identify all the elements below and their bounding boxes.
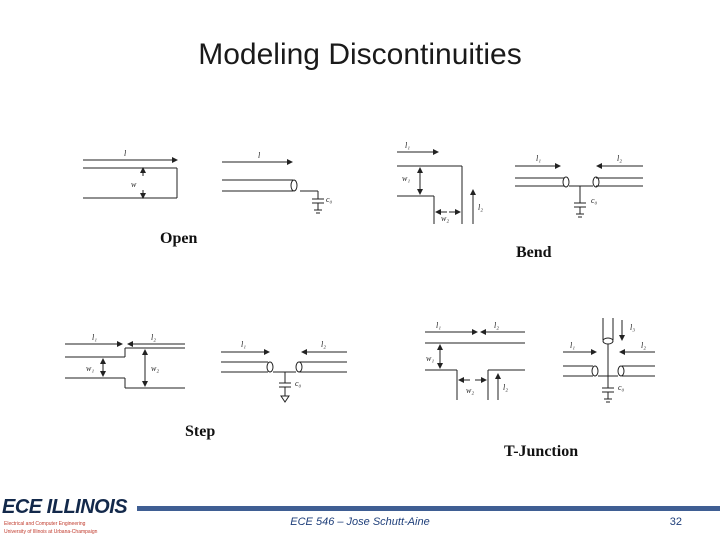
open-equivalent-circuit	[222, 159, 324, 214]
logo-wordmark: ECE ILLINOIS	[2, 496, 128, 518]
bend-l2-label: l₂	[478, 203, 483, 212]
tjunction-w1-label: w₁	[426, 354, 434, 363]
footer-course-label: ECE 546 – Jose Schutt-Aine	[290, 516, 430, 528]
step-w1-label: w₁	[86, 364, 94, 373]
step-circuit-l2-label: l₂	[321, 340, 326, 349]
step-capacitance-label: c₀	[295, 379, 302, 388]
bend-w1-label: w₁	[402, 174, 410, 183]
step-l2-label: l₂	[151, 333, 156, 342]
bend-circuit-l2-label: l₂	[617, 154, 622, 163]
discontinuities-figure: l w l c₀ l₁ w₁ w₂ l₂ l₁ l₂ c₀ l₁ l₂ w₁ w…	[65, 141, 655, 403]
bend-l1-label: l₁	[405, 141, 410, 150]
bend-capacitance-label: c₀	[591, 196, 598, 205]
tjunction-l1-label: l₁	[436, 321, 441, 330]
step-w2-label: w₂	[151, 364, 159, 373]
tjunction-l3-label: l₃	[630, 323, 635, 332]
slide-title: Modeling Discontinuities	[198, 38, 522, 71]
tjunction-l2-label: l₂	[494, 321, 499, 330]
bend-circuit-l1-label: l₁	[536, 154, 541, 163]
step-equivalent-circuit	[221, 349, 347, 403]
tjunction-microstrip-view	[425, 329, 525, 400]
caption-bend: Bend	[516, 244, 552, 261]
ece-illinois-logo: ECE ILLINOIS Electrical and Computer Eng…	[2, 496, 136, 540]
caption-open: Open	[160, 230, 198, 247]
tjunction-equivalent-circuit	[563, 318, 655, 403]
tjunction-l2v-label: l₂	[503, 383, 508, 392]
bend-microstrip-view	[397, 149, 476, 224]
open-width-label: w	[131, 180, 137, 189]
tjunction-w2-label: w₂	[466, 386, 474, 395]
tjunction-circuit-l2-label: l₂	[641, 341, 646, 350]
page-number: 32	[669, 516, 682, 528]
open-length-label: l	[124, 149, 127, 158]
open-microstrip-view	[83, 157, 178, 199]
tjunction-circuit-l1-label: l₁	[570, 341, 575, 350]
logo-line-1: Electrical and Computer Engineering	[4, 521, 86, 527]
step-circuit-l1-label: l₁	[241, 340, 246, 349]
bend-w2-label: w₂	[441, 214, 449, 223]
footer-accent-bar	[137, 506, 720, 511]
step-l1-label: l₁	[92, 333, 97, 342]
caption-step: Step	[185, 423, 216, 440]
step-microstrip-view	[65, 341, 185, 389]
caption-t-junction: T-Junction	[504, 443, 579, 460]
logo-line-2: University of Illinois at Urbana-Champai…	[4, 529, 98, 535]
open-circuit-length-label: l	[258, 151, 261, 160]
open-capacitance-label: c₀	[326, 195, 333, 204]
tjunction-capacitance-label: c₀	[618, 383, 625, 392]
bend-equivalent-circuit	[515, 163, 643, 218]
